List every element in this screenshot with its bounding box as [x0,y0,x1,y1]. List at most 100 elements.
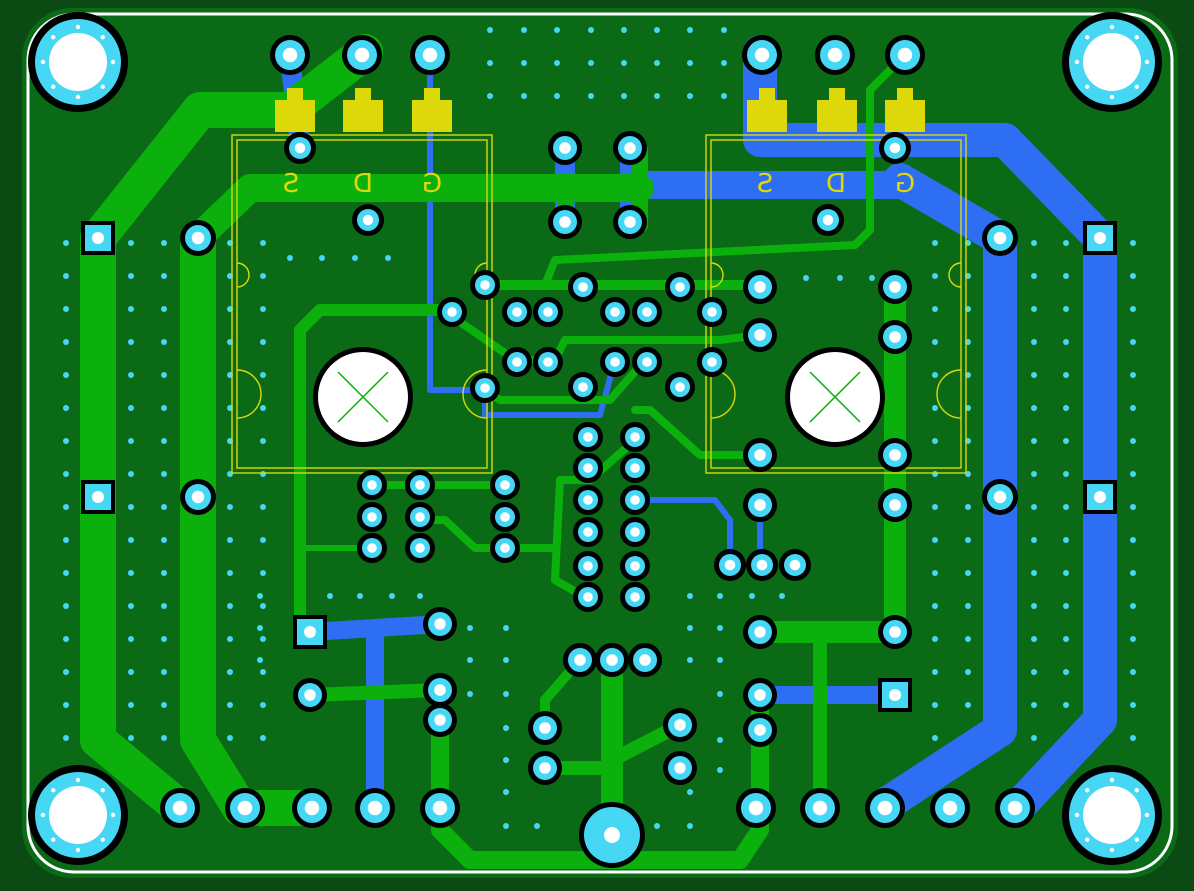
pad [573,453,603,483]
via [721,60,727,66]
via [63,339,69,345]
left-mosfet-label-d: D [353,169,373,199]
via [1130,240,1136,246]
via [749,593,755,599]
via [687,93,693,99]
via [161,603,167,609]
via [260,603,266,609]
pad [470,270,500,300]
via [128,471,134,477]
via [227,603,233,609]
via [503,691,509,697]
via [161,636,167,642]
via [1063,570,1069,576]
via [63,570,69,576]
pad [878,320,912,354]
mounting-hole [1062,12,1162,112]
via [487,93,493,99]
via [932,570,938,576]
via [554,27,560,33]
pad [563,643,597,677]
pad [665,372,695,402]
via [260,669,266,675]
via [932,273,938,279]
via [227,537,233,543]
via [487,60,493,66]
via [1031,405,1037,411]
pad [502,347,532,377]
via [837,275,843,281]
via [467,625,473,631]
via [389,593,395,599]
via [779,593,785,599]
via [1031,702,1037,708]
via [161,372,167,378]
via [63,669,69,675]
pad [879,132,911,164]
via [1130,636,1136,642]
pad [357,502,387,532]
via [1031,306,1037,312]
pad [160,788,200,828]
pad [743,318,777,352]
top-copper-traces [80,34,909,869]
pad [982,220,1018,256]
via [63,636,69,642]
pad [180,220,216,256]
pad [490,470,520,500]
via [161,306,167,312]
pad [270,35,310,75]
via [965,570,971,576]
via [521,27,527,33]
via [467,657,473,663]
mounting-hole [28,765,128,865]
via [1031,504,1037,510]
pad [573,582,603,612]
via [257,625,263,631]
via [161,471,167,477]
mosfet-tabs [275,88,925,132]
via [1063,669,1069,675]
via [932,504,938,510]
via [932,306,938,312]
via [503,823,509,829]
via [161,702,167,708]
via [1130,669,1136,675]
via [1063,372,1069,378]
via [717,593,723,599]
pad [663,708,697,742]
pad [665,272,695,302]
square-pad [878,678,912,712]
heatsink-hole-left [313,347,413,447]
pad [293,678,327,712]
via [161,669,167,675]
pad [714,549,746,581]
square-pad [1083,480,1117,514]
pad [573,422,603,452]
pad [620,551,650,581]
pad [600,347,630,377]
pad [743,270,777,304]
via [1063,471,1069,477]
via [63,240,69,246]
pad [352,204,384,236]
via [128,570,134,576]
via [161,570,167,576]
via [128,438,134,444]
via [1031,603,1037,609]
pad [620,485,650,515]
via [503,725,509,731]
via [128,339,134,345]
via [932,669,938,675]
via [467,691,473,697]
via [1063,702,1069,708]
via [721,27,727,33]
pad [405,470,435,500]
pad [423,673,457,707]
via [260,405,266,411]
via [161,735,167,741]
pad [878,615,912,649]
via [503,757,509,763]
via [227,570,233,576]
